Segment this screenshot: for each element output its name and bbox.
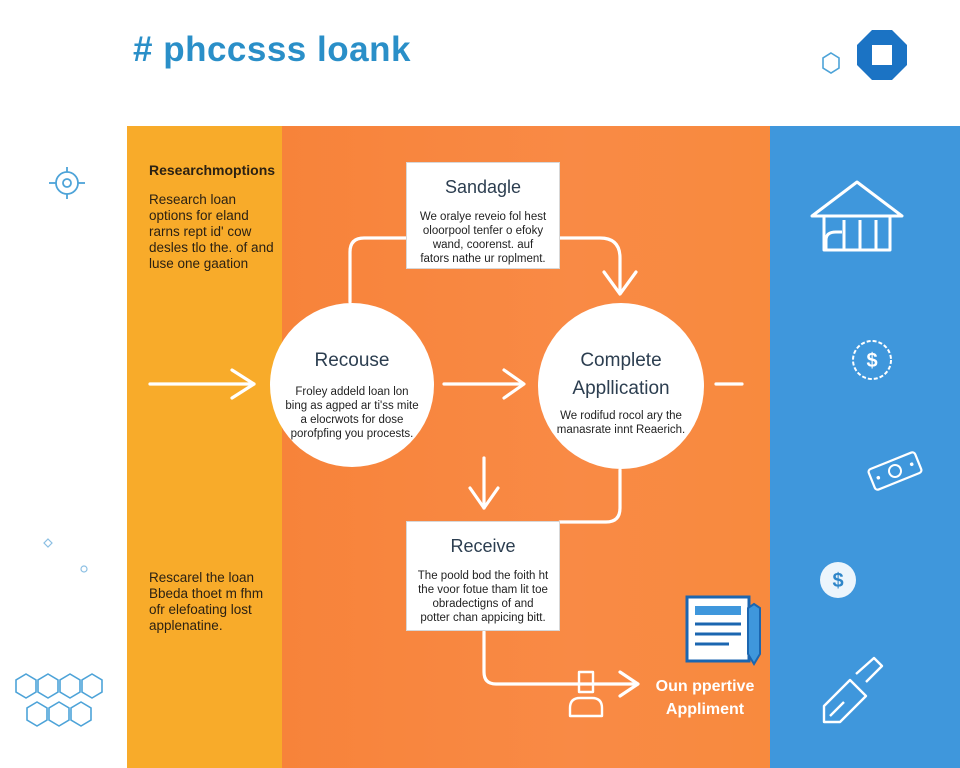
svg-text:$: $ bbox=[832, 570, 843, 592]
left-note-bottom-text: Rescarel the loan Bbeda thoet m fhm ofr … bbox=[149, 570, 264, 633]
step-body: We oralye reveio fol hest oloorpool tenf… bbox=[419, 211, 547, 265]
bank-building-icon bbox=[810, 180, 904, 252]
money-bill-icon bbox=[867, 451, 923, 491]
svg-text:$: $ bbox=[866, 350, 877, 372]
outcome-label: Oun ppertive Appliment bbox=[640, 675, 770, 721]
hexagon-pattern-icon bbox=[15, 673, 103, 727]
entry-arrow-head bbox=[230, 368, 256, 400]
connector-complete-receive bbox=[558, 468, 622, 524]
outcome-line1: Oun ppertive bbox=[655, 678, 755, 695]
dollar-circle-icon: $ bbox=[852, 340, 892, 380]
step-body: Froley addeld loan lon bing as agped ar … bbox=[285, 386, 419, 440]
connector-receive-outcome bbox=[482, 630, 638, 686]
step-title: Sandagle bbox=[444, 177, 522, 197]
step-body: We rodifud rocol ary the manasrate innt … bbox=[556, 410, 686, 436]
hexagon-icon bbox=[822, 52, 840, 74]
step-body: The poold bod the foith ht the voor fotu… bbox=[417, 570, 549, 624]
dollar-coin-icon: $ bbox=[820, 562, 856, 598]
pen-sign-icon bbox=[822, 656, 884, 724]
step-circle-recouse: Recouse Froley addeld loan lon bing as a… bbox=[270, 303, 434, 467]
left-note-top: Researchmoptions Research loan options f… bbox=[149, 162, 281, 272]
left-note-bottom: Rescarel the loan Bbeda thoet m fhm ofr … bbox=[149, 570, 277, 634]
step-title: Receive bbox=[450, 536, 516, 556]
step-title-line2: Appllication bbox=[572, 378, 670, 399]
step-title: Complete bbox=[580, 350, 662, 371]
logo-badge-icon bbox=[857, 30, 907, 80]
left-note-heading: Researchmoptions bbox=[149, 162, 276, 178]
outcome-line2: Appliment bbox=[665, 701, 745, 718]
arrow-head-recouse-complete bbox=[502, 368, 526, 400]
connector-recouse-sandagle bbox=[348, 236, 408, 304]
document-icon bbox=[685, 595, 761, 666]
blue-band bbox=[770, 126, 960, 768]
step-title: Recouse bbox=[314, 350, 390, 371]
arrow-head-down bbox=[468, 486, 500, 510]
decorative-dots bbox=[43, 538, 88, 573]
gear-icon bbox=[49, 167, 85, 199]
step-box-receive: Receive The poold bod the foith ht the v… bbox=[406, 521, 560, 631]
person-icon bbox=[568, 670, 604, 718]
step-circle-complete: Complete Appllication We rodifud rocol a… bbox=[538, 303, 704, 469]
left-note-top-text: Research loan options for eland rarns re… bbox=[149, 192, 274, 271]
arrow-head-outcome bbox=[618, 670, 640, 698]
step-box-sandagle: Sandagle We oralye reveio fol hest oloor… bbox=[406, 162, 560, 269]
page-title: # phccsss loank bbox=[133, 30, 411, 69]
yellow-band bbox=[127, 126, 282, 768]
arrow-head-complete bbox=[602, 270, 638, 296]
connector-sandagle-complete bbox=[558, 236, 622, 294]
